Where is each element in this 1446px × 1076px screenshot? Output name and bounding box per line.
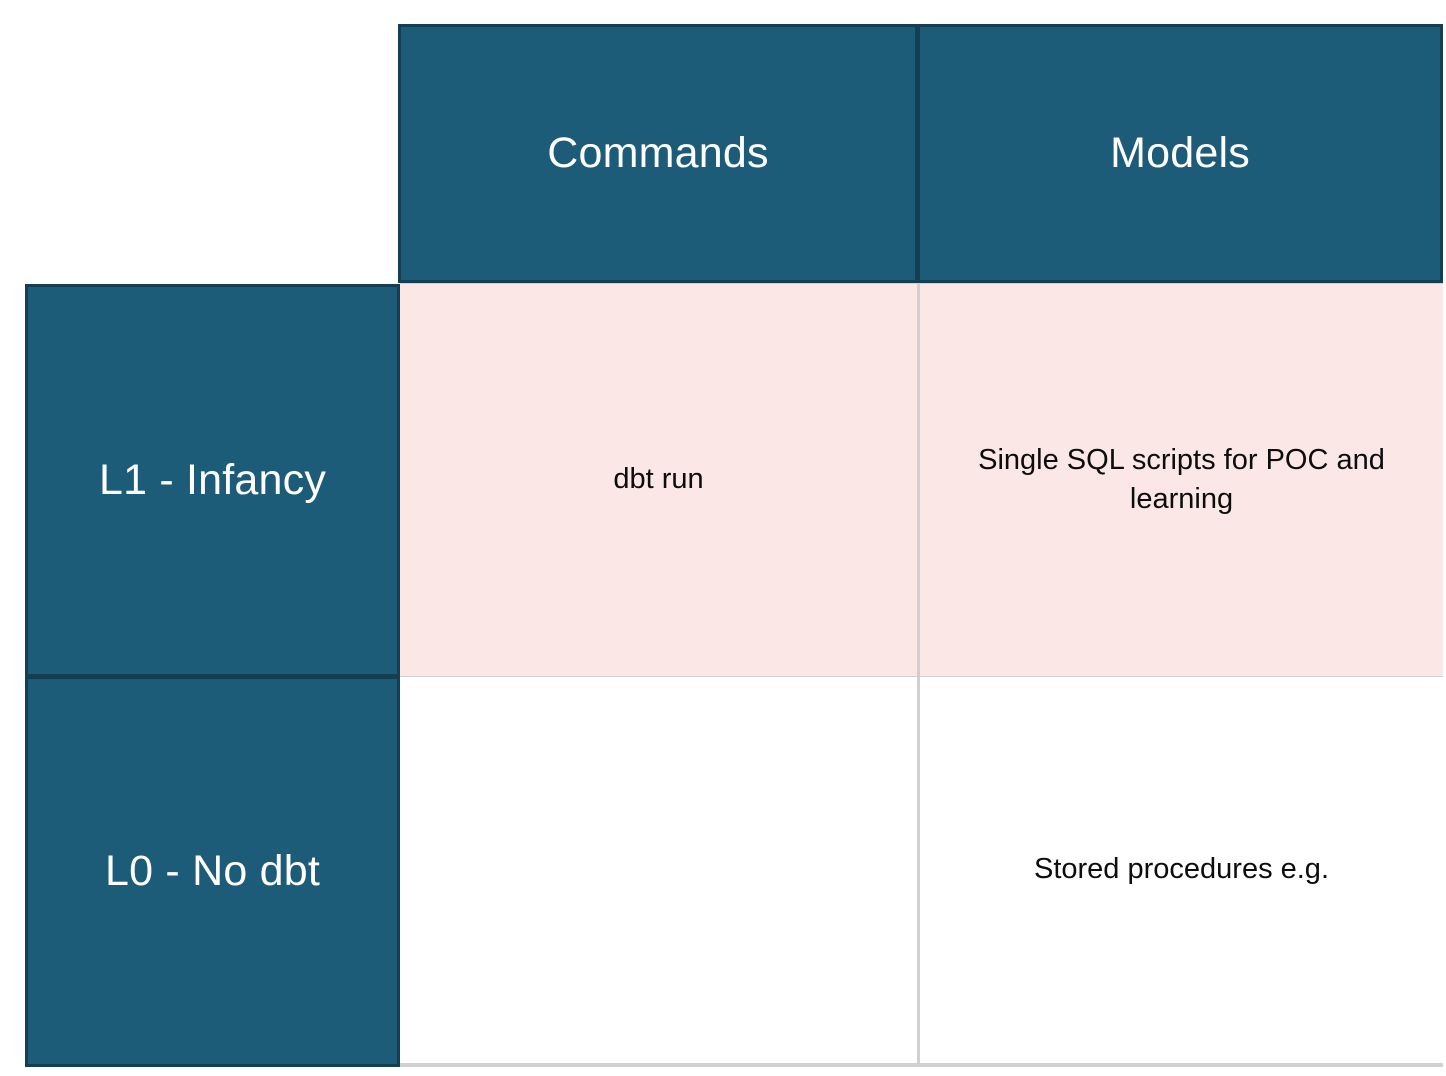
column-header-models: Models [917,24,1443,283]
cell-l0-commands [400,677,917,1063]
grid-line-under-header [400,281,1443,285]
cell-l0-models: Stored procedures e.g. [920,677,1443,1063]
grid-line-bottom [400,1063,1443,1067]
cell-l1-models: Single SQL scripts for POC and learning [920,284,1443,676]
grid-line-column-separator [916,284,920,1063]
column-header-commands: Commands [398,24,918,283]
cell-l1-commands: dbt run [400,284,917,676]
row-header-l0-no-dbt: L0 - No dbt [25,676,400,1067]
row-header-l1-infancy: L1 - Infancy [25,284,400,677]
